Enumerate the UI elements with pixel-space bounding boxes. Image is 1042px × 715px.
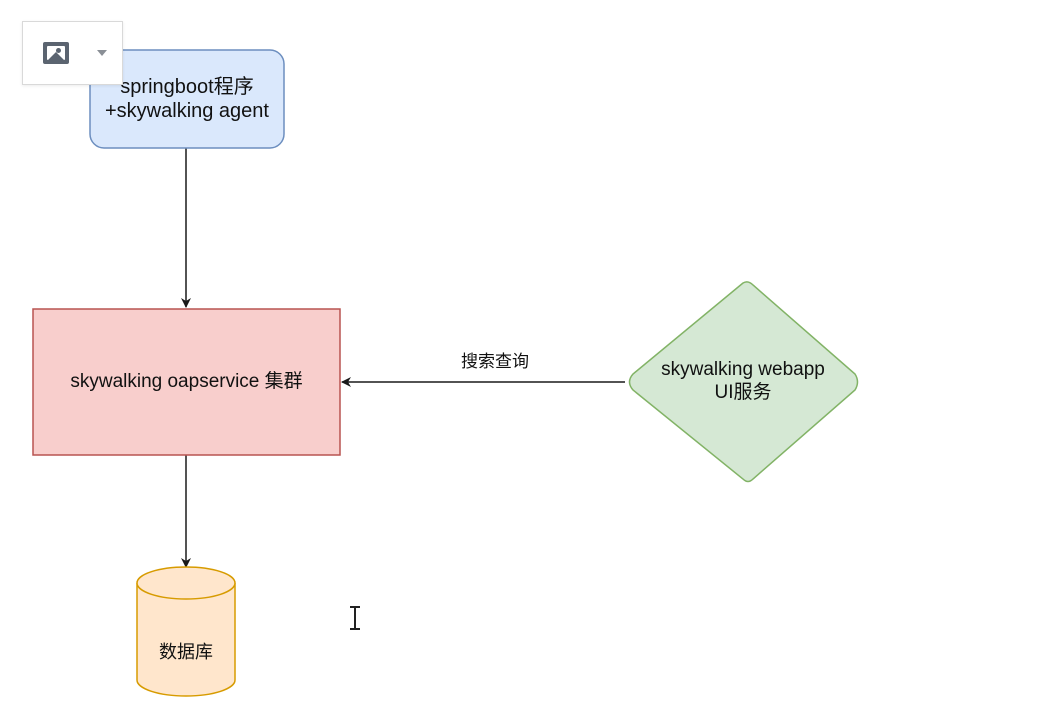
app-node-label: springboot程序 +skywalking agent bbox=[90, 50, 284, 148]
database-node-label: 数据库 bbox=[137, 620, 235, 686]
database-node[interactable] bbox=[136, 566, 236, 697]
edge-label-search-query: 搜索查询 bbox=[461, 352, 529, 371]
app-node-line1: springboot程序 bbox=[120, 76, 254, 98]
webapp-node-line1: skywalking webapp bbox=[661, 359, 825, 381]
image-icon[interactable] bbox=[43, 42, 69, 64]
oap-node-text: skywalking oapservice 集群 bbox=[70, 370, 303, 392]
webapp-node-label: skywalking webapp UI服务 bbox=[625, 282, 861, 482]
database-node-text: 数据库 bbox=[159, 642, 213, 663]
oap-node-label: skywalking oapservice 集群 bbox=[33, 309, 340, 455]
webapp-node[interactable] bbox=[628, 281, 859, 483]
app-node[interactable] bbox=[89, 49, 285, 149]
app-node-line2: +skywalking agent bbox=[105, 100, 269, 122]
webapp-node-line2: UI服务 bbox=[714, 382, 772, 403]
caret-down-icon[interactable] bbox=[97, 50, 107, 56]
text-cursor-icon bbox=[349, 606, 361, 630]
oap-node[interactable] bbox=[32, 308, 341, 456]
image-toolbar[interactable] bbox=[22, 21, 123, 85]
